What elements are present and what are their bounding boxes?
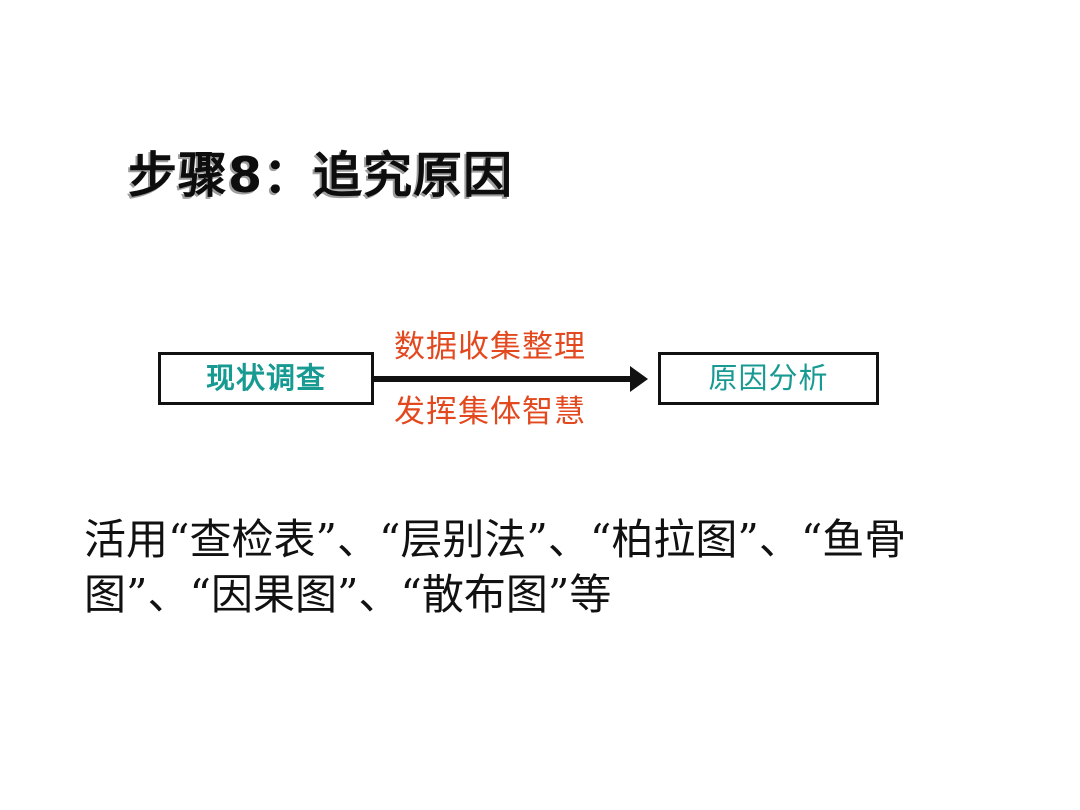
process-node-current-survey[interactable]: 现状调查 xyxy=(158,352,374,405)
process-node-current-survey-label: 现状调查 xyxy=(205,361,326,395)
flow-label-below: 发挥集体智慧 xyxy=(394,394,586,430)
process-node-cause-analysis-label: 原因分析 xyxy=(708,361,829,395)
flow-label-above: 数据收集整理 xyxy=(394,329,586,365)
flow-arrow-shaft xyxy=(373,376,638,382)
process-node-cause-analysis[interactable]: 原因分析 xyxy=(658,352,879,405)
page-title: 步骤8：追究原因 xyxy=(128,147,514,204)
body-paragraph: 活用“查检表”、“层别法”、“柏拉图”、“鱼骨图”、“因果图”、“散布图”等 xyxy=(84,515,907,619)
right-arrow-icon xyxy=(630,366,648,392)
